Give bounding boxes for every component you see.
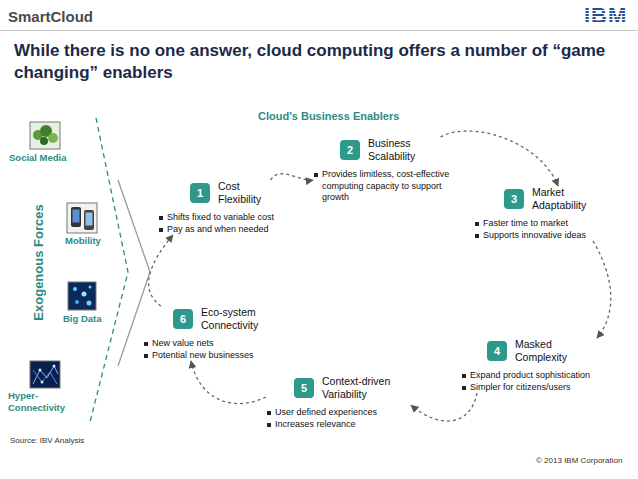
- slide-title: While there is no one answer, cloud comp…: [14, 40, 629, 84]
- cycle-arrow: [411, 393, 477, 421]
- enabler-heading: Market Adaptability: [532, 186, 602, 212]
- enabler-group: 5 Context-driven VariabilityUser defined …: [266, 375, 411, 430]
- enabler-header: 2 Business Scalability: [340, 137, 463, 163]
- enabler-group: 6 Eco-system ConnectivityNew value netsPo…: [143, 306, 263, 361]
- enabler-heading: Context-driven Variability: [322, 375, 407, 401]
- callout-number: 1: [190, 183, 210, 203]
- force-label: Social Media: [9, 152, 67, 163]
- bullet-item: Shifts fixed to variable cost: [158, 212, 308, 224]
- bullet-text: Simpler for citizens/users: [470, 382, 571, 392]
- enabler-group: 4 Masked ComplexityExpand product sophist…: [461, 338, 621, 393]
- vertical-heading: Exogenous Forces: [31, 193, 46, 333]
- bullet-marker: [475, 234, 479, 238]
- mobility-icon: [67, 203, 97, 233]
- social-media-icon: [30, 122, 60, 149]
- enabler-group: 3 Market AdaptabilityFaster time to marke…: [474, 186, 614, 241]
- callout-number: 2: [340, 140, 360, 160]
- cycle-arrow: [593, 241, 611, 338]
- bullet-item: Expand product sophistication: [461, 370, 621, 382]
- enabler-header: 1 Cost Flexibility: [190, 180, 308, 206]
- callout-number: 6: [173, 309, 193, 329]
- bullet-text: Pay as and when needed: [167, 224, 269, 234]
- cycle-arrow: [271, 174, 314, 181]
- bullet-item: Simpler for citizens/users: [461, 382, 621, 394]
- bullet-list: Expand product sophisticationSimpler for…: [461, 370, 621, 393]
- bullet-marker: [159, 228, 163, 232]
- enabler-header: 5 Context-driven Variability: [294, 375, 411, 401]
- callout-number: 3: [504, 189, 524, 209]
- bullet-list: New value netsPotential new businesses: [143, 338, 263, 361]
- bullet-list: User defined experiencesIncreases releva…: [266, 407, 411, 430]
- source-note: Source: IBV Analysis: [10, 436, 84, 445]
- bullet-marker: [144, 342, 148, 346]
- bullet-text: Supports innovative ideas: [483, 230, 586, 240]
- bullet-list: Provides limitless, cost-effective compu…: [313, 169, 463, 204]
- callout-number: 4: [487, 341, 507, 361]
- bullet-item: Provides limitless, cost-effective compu…: [313, 169, 463, 204]
- copyright-note: © 2013 IBM Corporation: [536, 456, 622, 465]
- bullet-text: Provides limitless, cost-effective compu…: [322, 169, 449, 202]
- bullet-marker: [144, 354, 148, 358]
- bullet-text: Increases relevance: [275, 419, 356, 429]
- bullet-item: New value nets: [143, 338, 263, 350]
- bullet-item: Pay as and when needed: [158, 224, 308, 236]
- bullet-list: Faster time to marketSupports innovative…: [474, 218, 614, 241]
- enabler-heading: Masked Complexity: [515, 338, 580, 364]
- bullet-marker: [462, 374, 466, 378]
- bullet-text: Faster time to market: [483, 218, 568, 228]
- enabler-heading: Eco-system Connectivity: [201, 306, 263, 332]
- force-label: Big Data: [63, 313, 102, 324]
- force-label: Hyper-Connectivity: [8, 390, 70, 414]
- forces-dashed-line: [90, 118, 128, 422]
- hyper-connectivity-icon: [30, 361, 60, 388]
- big-data-icon: [68, 282, 96, 310]
- header-rule: [0, 30, 638, 31]
- bullet-text: User defined experiences: [275, 407, 377, 417]
- enabler-heading: Business Scalability: [368, 137, 433, 163]
- bullet-text: Shifts fixed to variable cost: [167, 212, 274, 222]
- bullet-marker: [314, 173, 318, 177]
- bullet-marker: [462, 386, 466, 390]
- enabler-group: 2 Business ScalabilityProvides limitless,…: [313, 137, 463, 204]
- bullet-item: Potential new businesses: [143, 350, 263, 362]
- bullet-marker: [159, 216, 163, 220]
- bullet-item: User defined experiences: [266, 407, 411, 419]
- bullet-text: New value nets: [152, 338, 214, 348]
- bullet-text: Potential new businesses: [152, 350, 254, 360]
- enabler-heading: Cost Flexibility: [218, 180, 278, 206]
- bullet-text: Expand product sophistication: [470, 370, 590, 380]
- bullet-marker: [267, 411, 271, 415]
- cycle-arrow: [149, 235, 173, 306]
- enabler-header: 3 Market Adaptability: [504, 186, 614, 212]
- cycle-arrow: [441, 131, 559, 186]
- bullet-item: Increases relevance: [266, 419, 411, 431]
- enabler-header: 4 Masked Complexity: [487, 338, 621, 364]
- cycle-arrow: [191, 361, 266, 404]
- bullet-item: Supports innovative ideas: [474, 230, 614, 242]
- bullet-marker: [475, 222, 479, 226]
- bullet-marker: [267, 423, 271, 427]
- force-label: Mobility: [65, 235, 101, 246]
- bullet-item: Faster time to market: [474, 218, 614, 230]
- section-heading: Cloud's Business Enablers: [258, 110, 399, 122]
- product-logo: SmartCloud: [8, 8, 93, 25]
- enabler-header: 6 Eco-system Connectivity: [173, 306, 263, 332]
- bullet-list: Shifts fixed to variable costPay as and …: [158, 212, 308, 235]
- callout-number: 5: [294, 378, 314, 398]
- ibm-logo-stripes: [584, 5, 634, 27]
- forces-chevron: [118, 180, 150, 366]
- enabler-group: 1 Cost FlexibilityShifts fixed to variabl…: [158, 180, 308, 235]
